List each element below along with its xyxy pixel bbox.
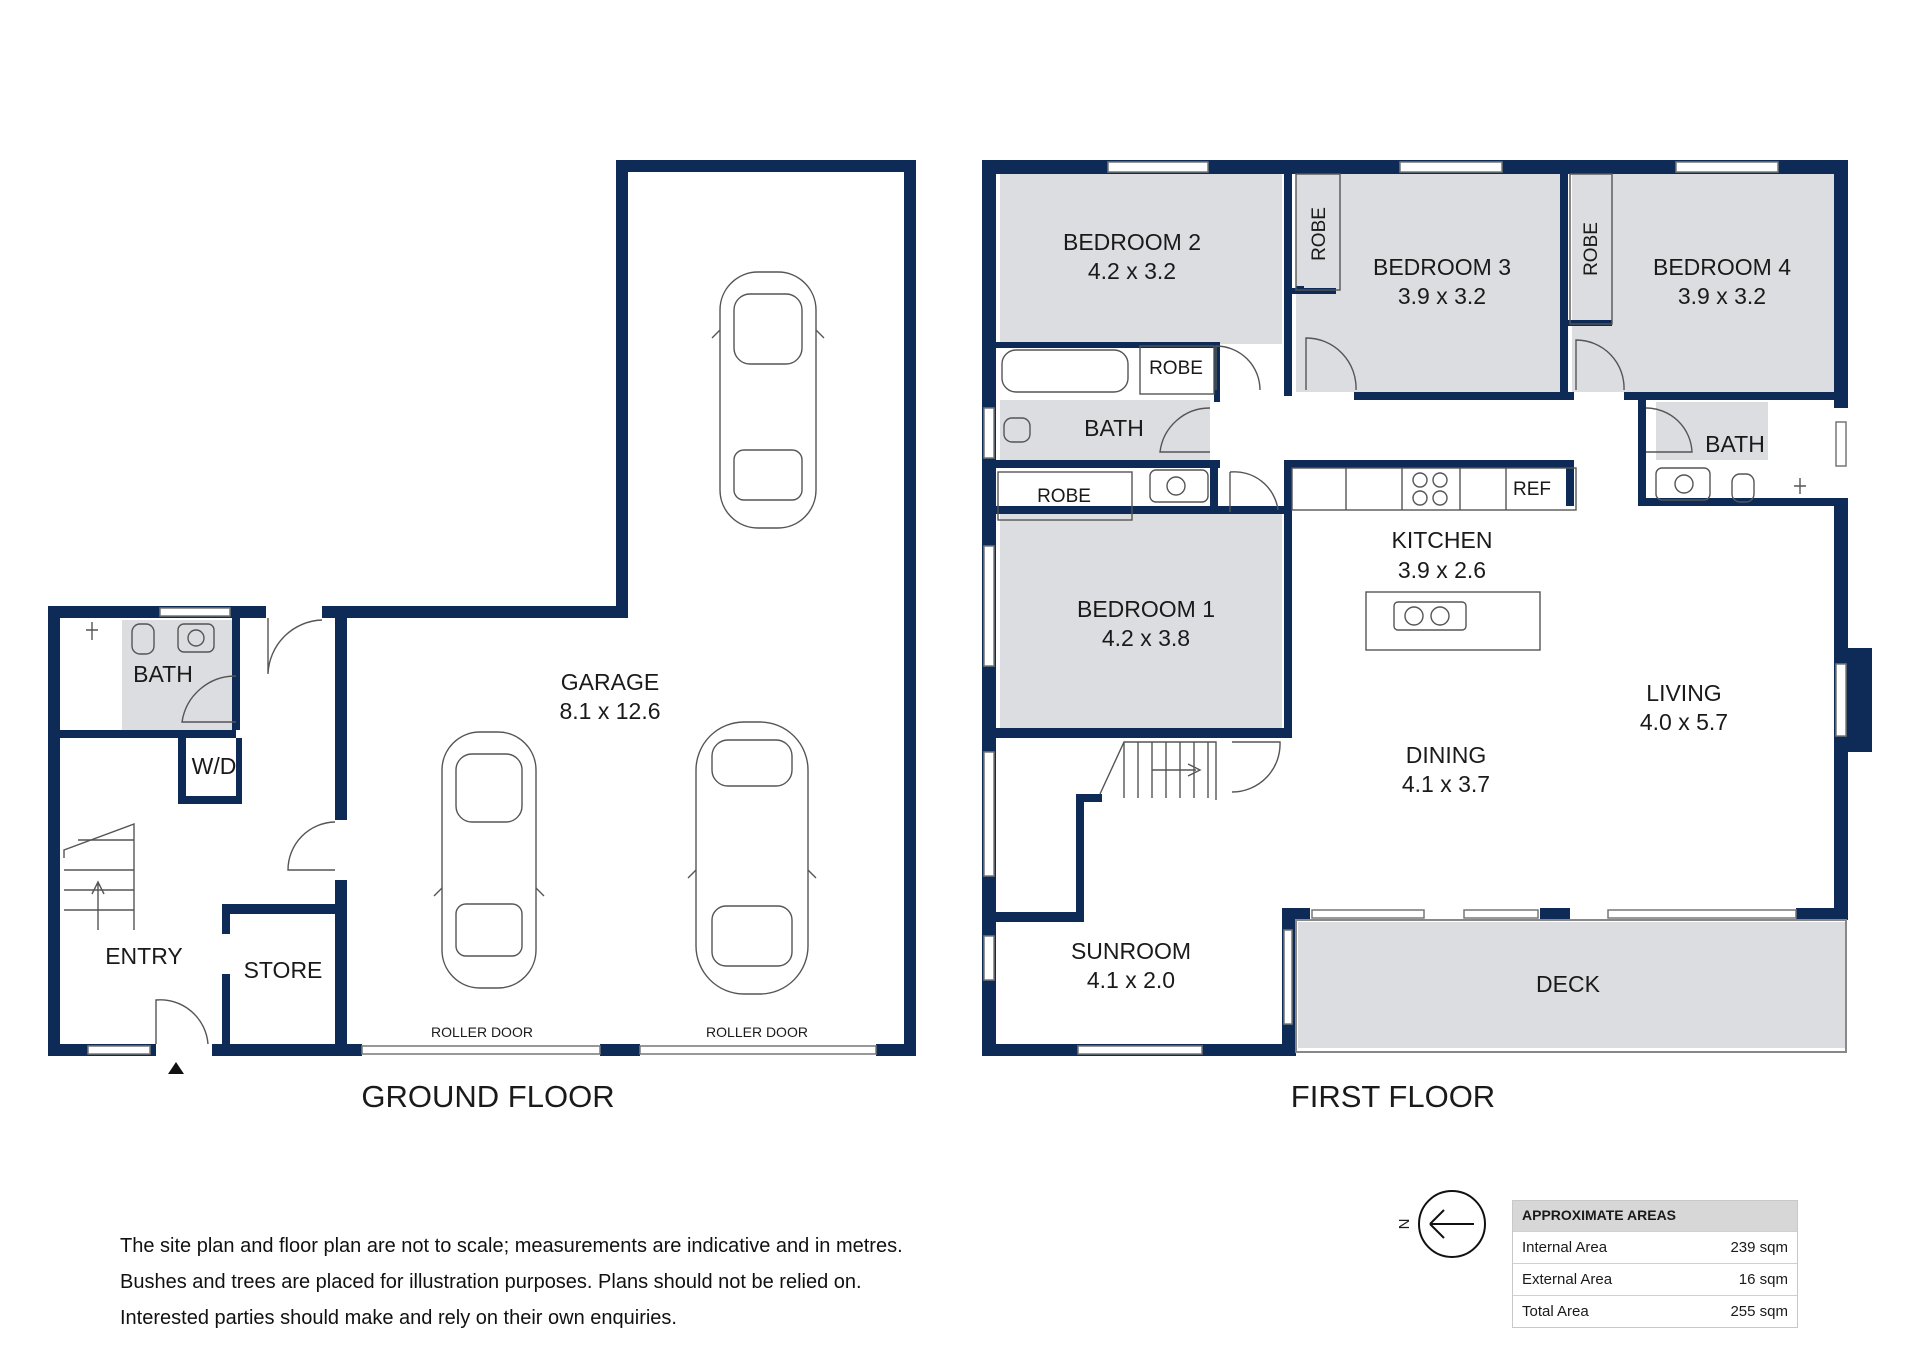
basin-icon [177,623,215,653]
deck-outline [1295,919,1847,1053]
robe-outline [997,471,1133,521]
roller-door-label: ROLLER DOOR [431,1024,533,1040]
areas-row: Internal Area 239 sqm [1513,1231,1797,1263]
robe-label: ROBE [1581,222,1602,276]
door-swing [287,821,336,871]
room-size: 8.1 x 12.6 [559,698,660,724]
areas-header: APPROXIMATE AREAS [1513,1201,1797,1231]
robe-label: ROBE [1149,358,1203,379]
tap-icon [1794,478,1806,494]
tap-icon [86,622,98,640]
room-name: KITCHEN [1392,527,1493,553]
robe-label: ROBE [1309,207,1330,261]
room-size: 4.2 x 3.8 [1102,625,1190,651]
room-size: 4.2 x 3.2 [1088,258,1176,284]
area-label: Internal Area [1522,1239,1608,1256]
areas-row: Total Area 255 sqm [1513,1295,1797,1327]
room-name: BEDROOM 2 [1063,229,1201,255]
roller-door-opening [639,1045,877,1055]
north-letter: N [1396,1219,1413,1230]
room-size: 3.9 x 2.6 [1398,557,1486,583]
door-swing [267,618,323,675]
entry-arrow-icon [168,1062,184,1074]
area-value: 239 sqm [1730,1239,1788,1256]
room-name: BEDROOM 3 [1373,254,1511,280]
area-label: Total Area [1522,1303,1589,1320]
bathtub-icon [1001,349,1129,393]
room-name: STORE [244,957,323,983]
robe-outline [1139,345,1215,395]
sink-icon [1393,601,1467,631]
disclaimer-line: The site plan and floor plan are not to … [120,1235,903,1257]
room-size: 4.1 x 2.0 [1087,967,1175,993]
door-swings [1159,337,1693,793]
room-name: BEDROOM 4 [1653,254,1791,280]
room-name: DINING [1406,742,1487,768]
room-name: LIVING [1646,680,1721,706]
ground-floor-plan: BATH W/D ENTRY STORE GARAGE 8.1 x 12.6 R… [48,160,916,1114]
room-name: BEDROOM 1 [1077,596,1215,622]
area-value: 16 sqm [1738,1271,1788,1288]
basin-icon [1149,469,1209,503]
room-name: BATH [133,661,193,687]
room-name: W/D [192,753,237,779]
car-icon [711,271,825,529]
disclaimer: The site plan and floor plan are not to … [120,1228,1020,1336]
disclaimer-line: Bushes and trees are placed for illustra… [120,1271,862,1293]
areas-row: External Area 16 sqm [1513,1263,1797,1295]
north-arrow: N [1396,1190,1486,1258]
door-swing [181,675,237,723]
area-label: External Area [1522,1271,1613,1288]
robe-label: ROBE [1037,486,1091,507]
stairs-icon [1099,741,1217,800]
toilet-icon [131,623,155,655]
room-name: BATH [1705,431,1765,457]
room-size: 3.9 x 3.2 [1398,283,1486,309]
room-name: ENTRY [105,943,183,969]
ground-window [87,1045,151,1055]
ground-bath-fill [122,620,236,730]
car-icon [433,731,545,989]
robe-outline [1295,173,1341,291]
ref-label: REF [1513,479,1551,500]
car-icon [687,721,817,995]
room-name: SUNROOM [1071,938,1191,964]
areas-table: APPROXIMATE AREAS Internal Area 239 sqm … [1512,1200,1798,1328]
first-floor-plan: BEDROOM 2 4.2 x 3.2 BEDROOM 3 3.9 x 3.2 … [982,160,1872,1114]
basin-icon [1655,467,1711,501]
stairs-icon [63,822,135,930]
floor-title: FIRST FLOOR [1291,1079,1495,1114]
area-value: 255 sqm [1730,1303,1788,1320]
room-name: DECK [1536,971,1601,997]
room-name: GARAGE [561,669,659,695]
roller-door-opening [361,1045,601,1055]
first-floor-windows [983,161,1847,1055]
robe-outline [1569,173,1613,325]
kitchen-bench [1291,467,1577,651]
toilet-icon [1003,417,1031,443]
ground-window [159,607,231,617]
door-swing [155,999,209,1045]
room-size: 4.1 x 3.7 [1402,771,1490,797]
room-size: 3.9 x 3.2 [1678,283,1766,309]
roller-door-label: ROLLER DOOR [706,1024,808,1040]
room-name: BATH [1084,415,1144,441]
first-floor-room-fills [1000,172,1846,1048]
disclaimer-line: Interested parties should make and rely … [120,1307,677,1329]
toilet-icon [1731,473,1755,503]
floor-title: GROUND FLOOR [361,1079,614,1114]
room-size: 4.0 x 5.7 [1640,709,1728,735]
